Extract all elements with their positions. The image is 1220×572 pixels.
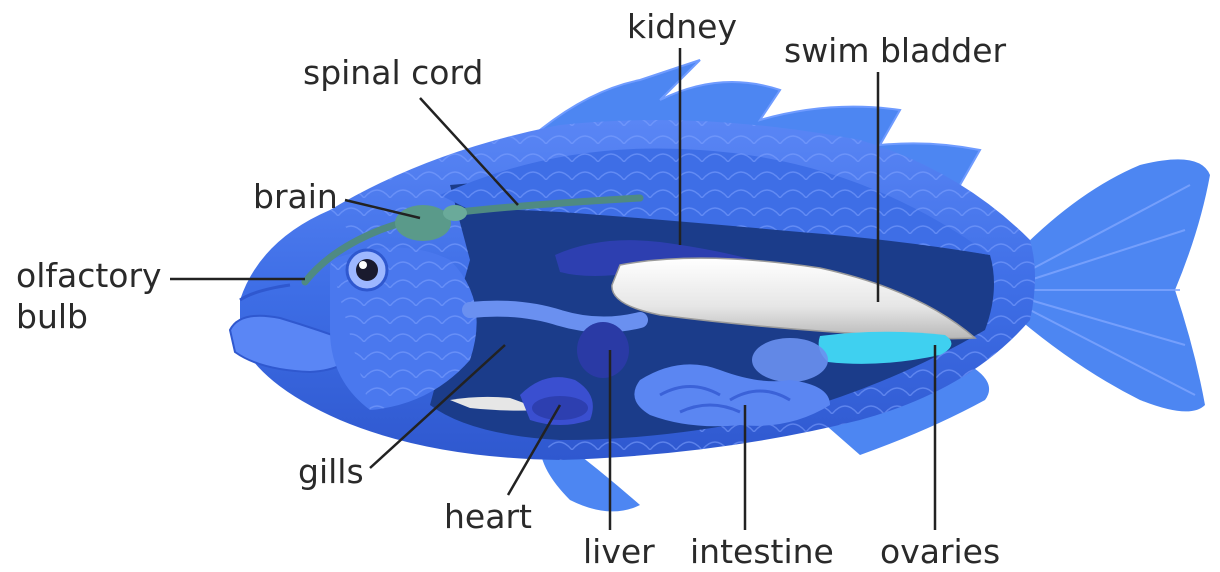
label-spinal-cord: spinal cord [303,52,483,93]
label-ovaries: ovaries [880,531,1000,572]
tail-fin [1020,159,1210,411]
label-brain: brain [253,176,338,217]
label-swim-bladder: swim bladder [784,30,1006,71]
label-heart: heart [444,496,532,537]
label-olfactory-line2: bulb [16,296,162,337]
label-olfactory-bulb: olfactory bulb [16,255,162,338]
label-intestine: intestine [690,531,834,572]
label-kidney: kidney [627,6,737,47]
label-liver: liver [583,531,655,572]
liver [577,322,629,378]
stomach [752,338,828,382]
label-gills: gills [298,451,364,492]
label-olfactory-line1: olfactory [16,255,162,296]
brain [395,205,451,241]
